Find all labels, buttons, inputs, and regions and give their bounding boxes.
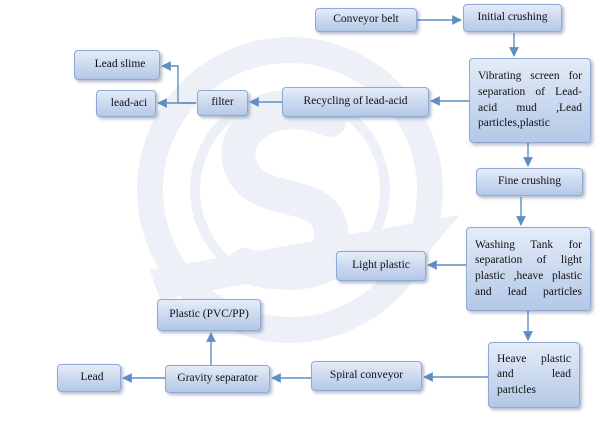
node-filter: filter — [197, 90, 248, 116]
node-washing-tank-label: Washing Tank for separation of light pla… — [475, 238, 582, 298]
node-lead-slime: Lead slime — [74, 50, 160, 80]
node-plastic-pvc-pp-label: Plastic (PVC/PP) — [169, 308, 249, 321]
node-initial-crushing-label: Initial crushing — [477, 11, 548, 24]
node-gravity-separator: Gravity separator — [165, 365, 270, 393]
node-conveyor-belt: Conveyor belt — [315, 8, 417, 32]
node-lead-aci-label: lead-aci — [110, 96, 148, 109]
node-light-plastic: Light plastic — [336, 251, 426, 281]
node-plastic-pvc-pp: Plastic (PVC/PP) — [157, 299, 261, 331]
node-washing-tank: Washing Tank for separation of light pla… — [466, 227, 591, 311]
node-heave-plastic-label: Heave plastic and lead particles — [497, 352, 571, 396]
node-heave-plastic: Heave plastic and lead particles — [488, 342, 580, 408]
node-lead-label: Lead — [80, 371, 104, 384]
node-vibrating-screen: Vibrating screen for separation of Lead-… — [469, 58, 591, 143]
node-vibrating-screen-label: Vibrating screen for separation of Lead-… — [478, 70, 582, 130]
node-recycling-lead-acid-label: Recycling of lead-acid — [303, 95, 408, 108]
node-lead: Lead — [57, 364, 121, 392]
connectors — [122, 15, 533, 383]
node-lead-slime-label: Lead slime — [94, 58, 146, 71]
node-gravity-separator-label: Gravity separator — [177, 372, 258, 385]
node-conveyor-belt-label: Conveyor belt — [333, 13, 399, 26]
node-spiral-conveyor-label: Spiral conveyor — [329, 369, 404, 382]
node-fine-crushing-label: Fine crushing — [498, 175, 561, 188]
node-lead-aci: lead-aci — [96, 90, 156, 117]
node-initial-crushing: Initial crushing — [463, 4, 562, 32]
node-recycling-lead-acid: Recycling of lead-acid — [282, 87, 429, 117]
node-spiral-conveyor: Spiral conveyor — [311, 361, 422, 391]
node-filter-label: filter — [211, 96, 234, 109]
node-fine-crushing: Fine crushing — [476, 168, 583, 196]
node-light-plastic-label: Light plastic — [352, 259, 410, 272]
